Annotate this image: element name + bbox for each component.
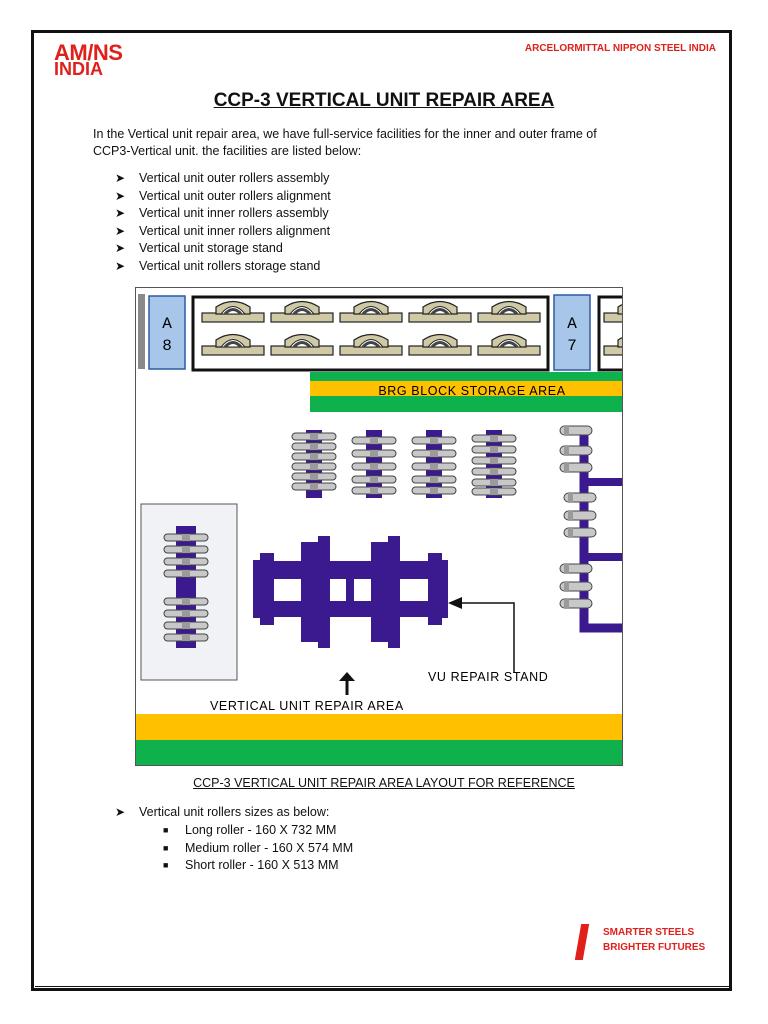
- tagline-line2: BRIGHTER FUTURES: [603, 941, 706, 953]
- intro-line1: In the Vertical unit repair area, we hav…: [93, 127, 597, 141]
- list-item: ➤ Vertical unit outer rollers alignment: [93, 188, 331, 206]
- list-item: ➤ Vertical unit inner rollers alignment: [93, 223, 331, 241]
- arrow-bullet-icon: ➤: [115, 171, 126, 185]
- vu-repair-stand: [253, 536, 448, 648]
- brg-storage-label: BRG BLOCK STORAGE AREA: [378, 384, 565, 398]
- green-strip: [136, 740, 622, 765]
- square-bullet-icon: ■: [163, 825, 169, 835]
- list-item-text: Vertical unit storage stand: [139, 241, 283, 255]
- bay-a7-number: 7: [567, 337, 577, 355]
- arrow-bullet-icon: ➤: [115, 206, 126, 220]
- list-item-text: Long roller - 160 X 732 MM: [185, 823, 337, 837]
- list-item-text: Short roller - 160 X 513 MM: [185, 858, 339, 872]
- layout-figure: A 8 A 7 BRG BLOCK STORAGE AREA: [135, 287, 623, 766]
- sizes-heading: Vertical unit rollers sizes as below:: [139, 805, 330, 819]
- intro-line2: CCP3-Vertical unit. the facilities are l…: [93, 144, 362, 158]
- roller-stacks: [291, 430, 517, 498]
- list-item-text: Vertical unit inner rollers alignment: [139, 223, 331, 238]
- company-name: ARCELORMITTAL NIPPON STEEL INDIA: [524, 43, 716, 54]
- company-logo: AM/NS INDIA: [54, 40, 123, 79]
- page-border-line: [35, 986, 732, 987]
- list-item-text: Vertical unit rollers storage stand: [139, 258, 321, 273]
- bay-a7-letter: A: [567, 315, 577, 333]
- grey-edge: [138, 294, 145, 369]
- vu-area-label: VERTICAL UNIT REPAIR AREA: [210, 699, 404, 713]
- list-item: ➤ Vertical unit rollers storage stand: [93, 258, 331, 276]
- roller-sizes-list: ■ Long roller - 160 X 732 MM ■ Medium roll…: [115, 822, 353, 875]
- arrow-bullet-icon: ➤: [115, 188, 126, 203]
- tagline-line1: SMARTER STEELS: [603, 927, 695, 938]
- figure-caption: CCP-3 VERTICAL UNIT REPAIR AREA LAYOUT F…: [193, 776, 575, 790]
- page-title: CCP-3 VERTICAL UNIT REPAIR AREA: [213, 90, 555, 111]
- arrow-bullet-icon: ➤: [115, 258, 126, 273]
- list-item: ➤ Vertical unit inner rollers assembly: [93, 205, 331, 223]
- arrow-bullet-icon: ➤: [115, 805, 126, 819]
- vu-stand-label: VU REPAIR STAND: [428, 670, 548, 684]
- logo-line1: AM/NS: [54, 40, 123, 65]
- list-item-text: Vertical unit outer rollers assembly: [139, 171, 330, 185]
- bay-a8-box: [148, 295, 186, 370]
- right-roller-stand: [559, 425, 622, 633]
- square-bullet-icon: ■: [163, 860, 169, 870]
- bay-a8-number: 8: [162, 337, 172, 355]
- list-item-text: Vertical unit outer rollers alignment: [139, 188, 331, 203]
- sizes-heading-list: ➤ Vertical unit rollers sizes as below:: [93, 804, 329, 822]
- list-item: ■ Short roller - 160 X 513 MM: [115, 857, 353, 875]
- list-item: ➤ Vertical unit storage stand: [93, 240, 331, 258]
- bay-a8-letter: A: [162, 315, 172, 333]
- list-item-text: Vertical unit inner rollers assembly: [139, 206, 329, 220]
- list-item: ■ Long roller - 160 X 732 MM: [115, 822, 353, 840]
- list-item: ■ Medium roller - 160 X 574 MM: [115, 840, 353, 858]
- logo-line2: INDIA: [54, 59, 103, 79]
- brand-tagline: SMARTER STEELS BRIGHTER FUTURES: [603, 926, 705, 955]
- list-item-text: Medium roller - 160 X 574 MM: [185, 840, 354, 855]
- yellow-strip: [136, 714, 622, 740]
- facilities-list: ➤ Vertical unit outer rollers assembly ➤ V…: [93, 170, 331, 275]
- page-border: [31, 30, 732, 991]
- layout-diagram: A 8 A 7 BRG BLOCK STORAGE AREA: [136, 294, 622, 765]
- list-item: ➤ Vertical unit rollers sizes as below:: [93, 804, 329, 822]
- intro-paragraph: In the Vertical unit repair area, we hav…: [93, 126, 683, 160]
- arrow-bullet-icon: ➤: [115, 241, 126, 255]
- arrow-bullet-icon: ➤: [115, 223, 126, 238]
- bay-a7-box: [553, 294, 591, 371]
- list-item: ➤ Vertical unit outer rollers assembly: [93, 170, 331, 188]
- square-bullet-icon: ■: [163, 842, 169, 853]
